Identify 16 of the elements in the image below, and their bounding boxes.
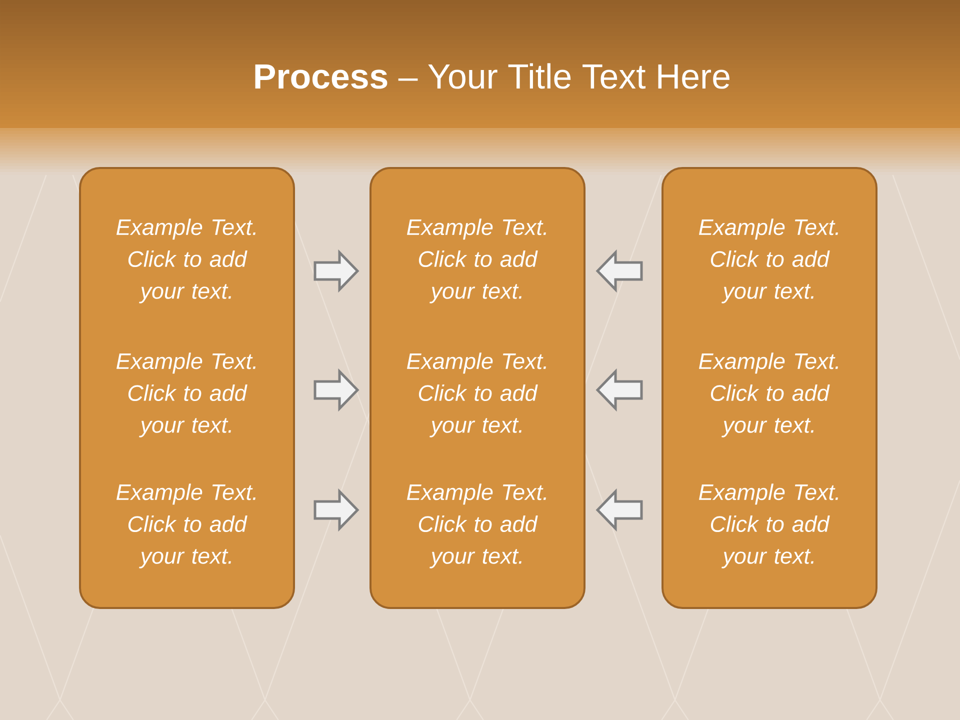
- block-arrow: [314, 368, 360, 412]
- box-text: Example Text. Click to add your text.: [406, 484, 546, 568]
- block-arrow: [596, 249, 643, 293]
- box-text: Example Text. Click to add your text.: [406, 218, 546, 304]
- box-text: Example Text. Click to add your text.: [116, 218, 256, 304]
- box-text: Example Text. Click to add your text.: [698, 484, 838, 568]
- box-text: Example Text. Click to add your text.: [406, 352, 546, 438]
- box-text: Example Text. Click to add your text.: [116, 484, 256, 568]
- box-text: Example Text. Click to add your text.: [116, 352, 256, 438]
- block-arrow: [596, 488, 643, 532]
- block-arrow: [314, 488, 360, 532]
- title: Process – Your Title Text Here: [255, 63, 730, 89]
- box-text: Example Text. Click to add your text.: [698, 218, 838, 304]
- block-arrow: [314, 249, 360, 293]
- box-text: Example Text. Click to add your text.: [698, 352, 838, 438]
- block-arrow: [596, 368, 643, 412]
